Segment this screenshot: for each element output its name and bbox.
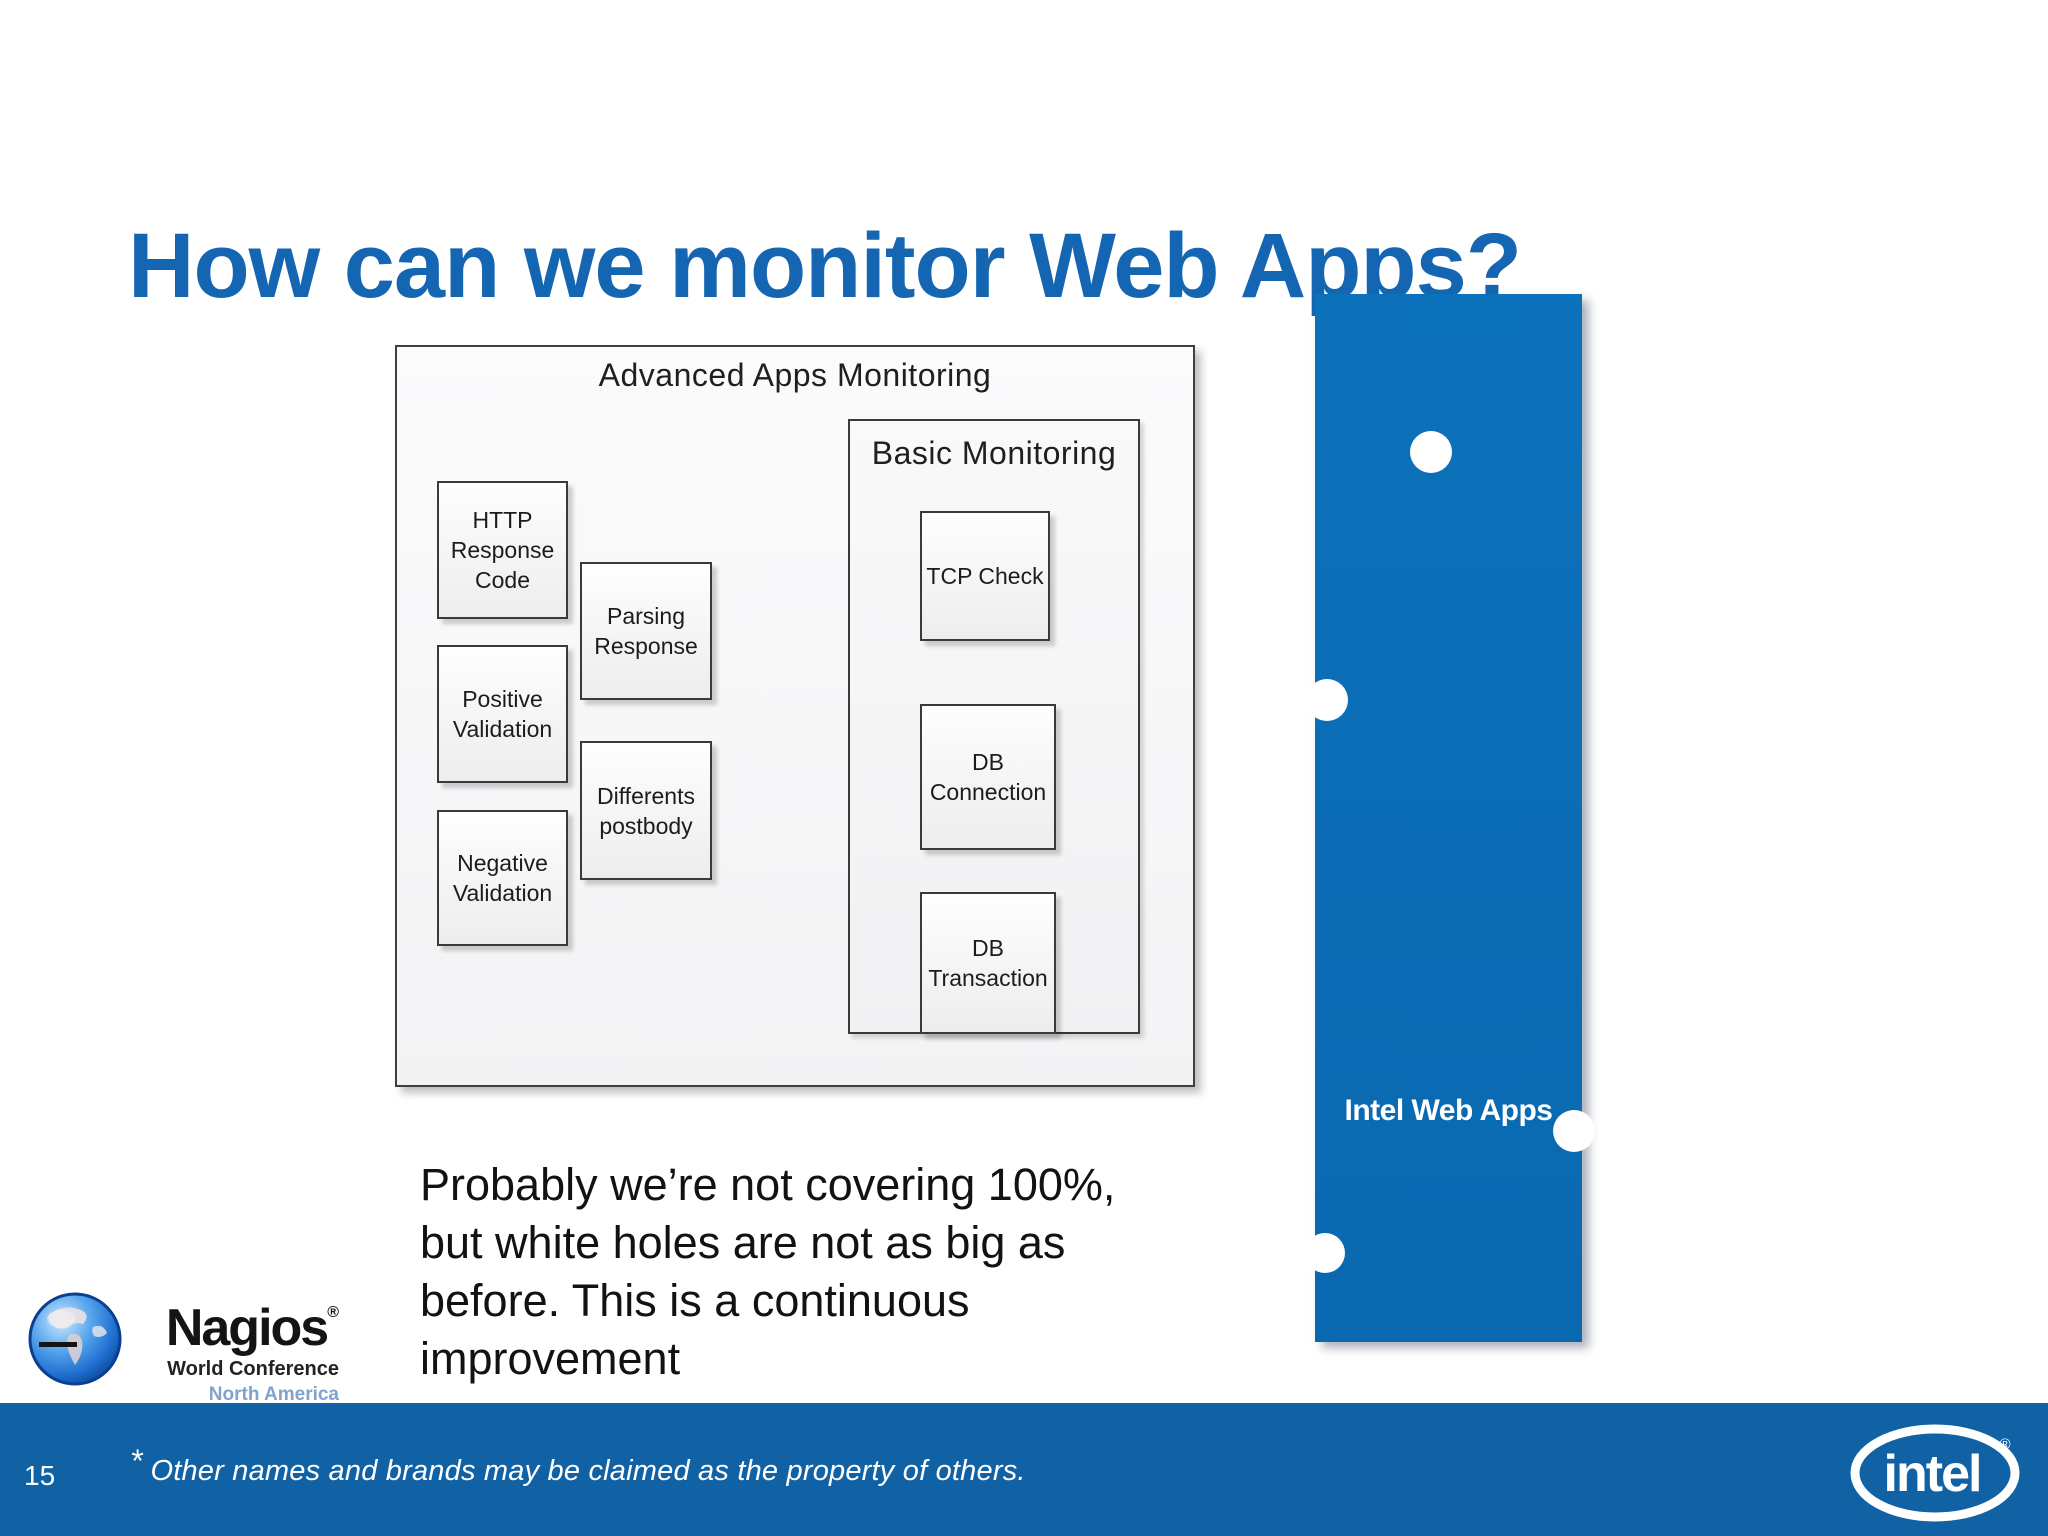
- box-db-transaction: DB Transaction: [920, 892, 1056, 1034]
- box-positive-validation: Positive Validation: [437, 645, 568, 783]
- box-parsing-response: Parsing Response: [580, 562, 712, 700]
- slide-title: How can we monitor Web Apps?: [128, 214, 1522, 317]
- text-line: Probably we’re not covering 100%,: [420, 1159, 1116, 1210]
- globe-icon: [28, 1292, 122, 1386]
- white-hole-circle: [1306, 679, 1348, 721]
- page-number: 15: [24, 1460, 56, 1491]
- basic-monitoring-group: Basic Monitoring TCP Check DB Connection…: [848, 419, 1140, 1034]
- text-line: improvement: [420, 1333, 681, 1384]
- box-tcp-check: TCP Check: [920, 511, 1050, 641]
- nagios-name: Nagios®: [165, 1299, 339, 1357]
- footnote: *Other names and brands may be claimed a…: [130, 1443, 1026, 1488]
- intel-registered-mark: ®: [1999, 1436, 2010, 1453]
- nagios-text-block: Nagios® World Conference North America: [118, 1289, 339, 1406]
- intel-web-apps-label: Intel Web Apps: [1344, 1094, 1553, 1127]
- footnote-text: Other names and brands may be claimed as…: [150, 1455, 1026, 1487]
- nagios-n-underline: [39, 1342, 77, 1347]
- footer-bar: 15 *Other names and brands may be claime…: [0, 1403, 2048, 1536]
- footnote-asterisk: *: [130, 1443, 143, 1479]
- text-line: but white holes are not as big as: [420, 1217, 1066, 1268]
- white-hole-circle: [1410, 431, 1452, 473]
- white-hole-circle: [1305, 1233, 1345, 1273]
- box-http-response-code: HTTP Response Code: [437, 481, 568, 619]
- monitoring-diagram: Advanced Apps Monitoring HTTP Response C…: [395, 345, 1195, 1087]
- box-differents-postbody: Differents postbody: [580, 741, 712, 880]
- registered-mark: ®: [327, 1304, 339, 1321]
- intel-logo-text: intel: [1884, 1445, 1981, 1503]
- nagios-logo: Nagios® World Conference North America: [27, 1289, 339, 1405]
- text-line: before. This is a continuous: [420, 1275, 970, 1326]
- intel-web-apps-bar: Intel Web Apps: [1305, 294, 1595, 1342]
- nagios-world-conference: World Conference: [167, 1358, 339, 1380]
- basic-monitoring-title: Basic Monitoring: [871, 435, 1117, 471]
- summary-text: Probably we’re not covering 100%, but whi…: [420, 1156, 1180, 1388]
- advanced-monitoring-title: Advanced Apps Monitoring: [598, 357, 992, 393]
- box-db-connection: DB Connection: [920, 704, 1056, 850]
- box-negative-validation: Negative Validation: [437, 810, 568, 946]
- nagios-north-america: North America: [208, 1384, 339, 1405]
- white-hole-circle: [1553, 1110, 1595, 1152]
- intel-logo: intel ®: [1850, 1424, 2020, 1522]
